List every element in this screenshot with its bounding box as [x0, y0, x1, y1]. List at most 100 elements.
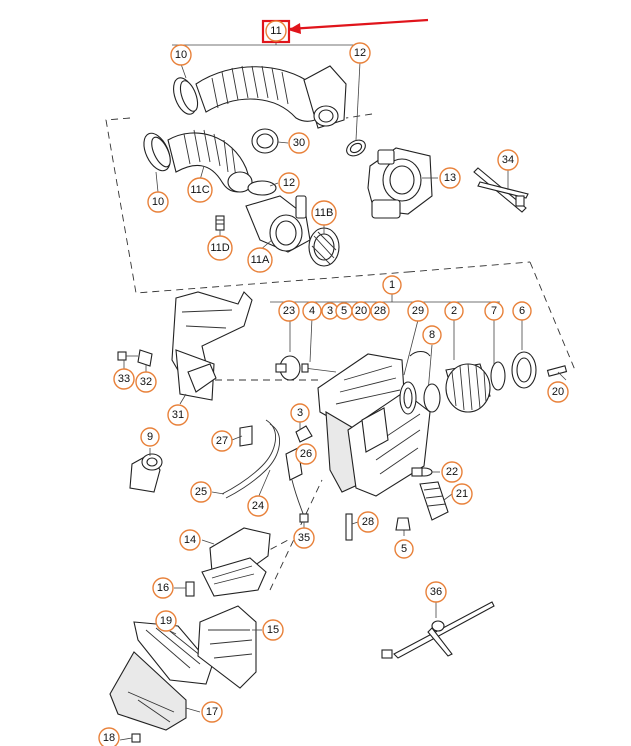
callout-20-top: 20 [351, 301, 371, 321]
svg-text:19: 19 [160, 615, 172, 627]
highlight-arrowhead [288, 23, 301, 34]
svg-text:17: 17 [206, 706, 218, 718]
callout-19: 19 [155, 610, 177, 632]
svg-text:32: 32 [140, 376, 152, 388]
callout-5-lower: 5 [394, 539, 414, 559]
housing-small-parts [129, 350, 449, 541]
callout-3-mid: 3 [290, 403, 310, 423]
callout-27: 27 [211, 430, 233, 452]
callout-29: 29 [407, 300, 429, 322]
svg-text:11B: 11B [315, 207, 334, 219]
svg-text:13: 13 [444, 172, 456, 184]
svg-text:29: 29 [412, 305, 424, 317]
svg-text:22: 22 [446, 466, 458, 478]
callout-12-lower: 12 [278, 172, 300, 194]
svg-text:20: 20 [355, 305, 367, 317]
callout-1: 1 [382, 275, 402, 295]
svg-text:20: 20 [552, 386, 564, 398]
air-cleaner-housing [317, 353, 431, 497]
svg-text:11D: 11D [210, 242, 229, 254]
callout-22: 22 [441, 461, 463, 483]
callout-5-top: 5 [335, 302, 353, 320]
svg-text:16: 16 [157, 582, 169, 594]
callout-31: 31 [167, 404, 189, 426]
highlight-arrow-line [288, 18, 429, 31]
callout-26: 26 [295, 443, 317, 465]
callout-13: 13 [439, 167, 461, 189]
svg-text:31: 31 [172, 409, 184, 421]
callout-11c: 11C [187, 177, 213, 203]
svg-text:33: 33 [118, 373, 130, 385]
callout-16: 16 [152, 577, 174, 599]
callout-21: 21 [451, 483, 473, 505]
callout-11a: 11A [247, 247, 273, 273]
callout-14: 14 [179, 529, 201, 551]
mass-air-flow-sensor [215, 195, 340, 267]
callout-4: 4 [302, 301, 322, 321]
svg-text:10: 10 [152, 196, 164, 208]
svg-text:8: 8 [429, 329, 435, 341]
callout-33: 33 [113, 368, 135, 390]
callout-11d: 11D [207, 235, 233, 261]
throttle-body [367, 147, 433, 219]
fasteners-33-32 [117, 349, 153, 367]
svg-text:1: 1 [389, 279, 395, 291]
callout-24: 24 [247, 495, 269, 517]
svg-text:23: 23 [283, 305, 295, 317]
cable-tie-36 [381, 601, 495, 659]
upper-intake-hose [173, 65, 366, 157]
svg-text:21: 21 [456, 488, 468, 500]
svg-text:2: 2 [451, 305, 457, 317]
svg-text:10: 10 [175, 49, 187, 61]
callout-23: 23 [278, 300, 300, 322]
svg-text:14: 14 [184, 534, 196, 546]
svg-text:28: 28 [362, 516, 374, 528]
callout-7: 7 [484, 301, 504, 321]
callout-10-lower: 10 [147, 191, 169, 213]
svg-text:35: 35 [298, 532, 310, 544]
svg-text:28: 28 [374, 305, 386, 317]
lower-trim-pieces [109, 527, 271, 743]
air-filter-element [423, 351, 568, 413]
callout-34: 34 [497, 149, 519, 171]
callout-28-top: 28 [370, 301, 390, 321]
svg-text:6: 6 [519, 305, 525, 317]
svg-text:34: 34 [502, 154, 514, 166]
svg-text:11: 11 [270, 25, 281, 37]
cable-ties [473, 167, 529, 213]
svg-text:12: 12 [354, 47, 366, 59]
callout-28-lower: 28 [357, 511, 379, 533]
svg-text:36: 36 [430, 586, 442, 598]
svg-text:30: 30 [293, 137, 305, 149]
callout-2: 2 [444, 301, 464, 321]
highlight-marker [261, 18, 429, 44]
callout-36: 36 [425, 581, 447, 603]
svg-text:5: 5 [401, 543, 407, 555]
svg-text:27: 27 [216, 435, 228, 447]
svg-text:11A: 11A [251, 254, 270, 266]
callout-8: 8 [422, 325, 442, 345]
callout-9: 9 [140, 427, 160, 447]
svg-text:18: 18 [103, 732, 115, 744]
svg-text:7: 7 [491, 305, 497, 317]
corrugated-hose-11c [143, 129, 277, 196]
svg-text:15: 15 [267, 624, 279, 636]
svg-text:4: 4 [309, 305, 315, 317]
callout-10-upper: 10 [170, 44, 192, 66]
callout-12-upper: 12 [349, 42, 371, 64]
callout-18: 18 [98, 727, 120, 746]
callout-25: 25 [190, 481, 212, 503]
svg-text:11C: 11C [190, 184, 209, 196]
callout-20-right: 20 [547, 381, 569, 403]
callout-15: 15 [262, 619, 284, 641]
callout-6: 6 [512, 301, 532, 321]
svg-text:5: 5 [341, 305, 347, 317]
callout-17: 17 [201, 701, 223, 723]
svg-text:26: 26 [300, 448, 312, 460]
svg-text:9: 9 [147, 431, 153, 443]
svg-text:24: 24 [252, 500, 264, 512]
callout-11: 11 [265, 20, 287, 42]
callout-35: 35 [293, 527, 315, 549]
